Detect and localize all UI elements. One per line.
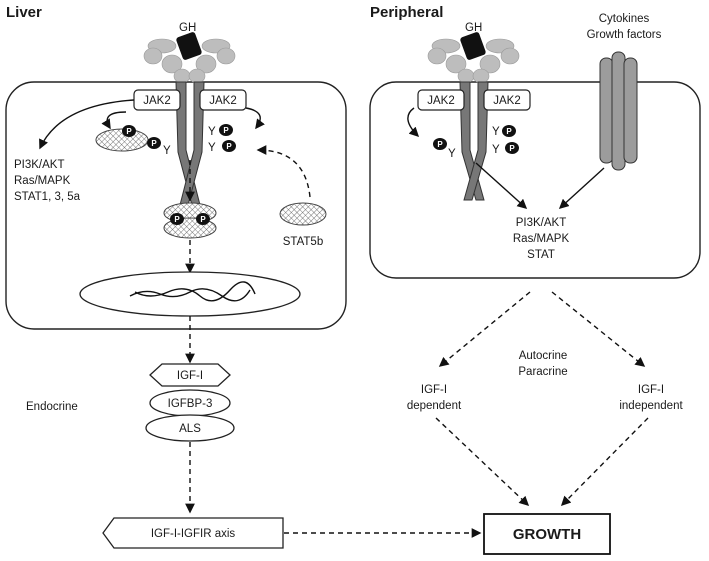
liver-jak2-right [199, 89, 247, 111]
cytokine-to-pathways-arrow [558, 167, 605, 209]
liver-pathway-1: Ras/MAPK [14, 175, 71, 187]
liver-gh-molecule [143, 32, 236, 84]
heading-peripheral: Peripheral [370, 4, 443, 21]
receptor-to-pathways-arrow [475, 162, 528, 209]
svg-text:Y: Y [492, 126, 500, 138]
svg-text:P: P [200, 215, 206, 224]
liver-jak2-right-label: JAK2 [209, 95, 237, 107]
liver-phospho-right: Y P Y P [208, 124, 236, 154]
als-label: ALS [179, 423, 201, 435]
igf1-shape [149, 363, 231, 387]
growth-box [483, 513, 611, 555]
cytokines-label-1: Growth factors [587, 29, 662, 41]
nucleus [79, 271, 301, 317]
peripheral-jak2-right-label: JAK2 [493, 95, 521, 107]
igf-axis-label: IGF-I-IGFIR axis [151, 528, 236, 540]
peripheral-pathway-1: Ras/MAPK [513, 233, 570, 245]
svg-text:P: P [226, 142, 232, 151]
liver-arrow-right [245, 107, 265, 130]
pathways-to-independent-arrow [551, 291, 646, 367]
dependent-to-growth-arrow [435, 417, 530, 507]
peripheral-arrow-left [407, 107, 420, 138]
stat-dimer: P P [163, 202, 217, 239]
svg-text:P: P [509, 144, 515, 153]
peripheral-gh-receptor [459, 81, 489, 201]
liver-stat-docked [95, 128, 149, 152]
liver-arrow-to-pathways [39, 99, 135, 150]
peripheral-pathway-0: PI3K/AKT [516, 217, 567, 229]
independent-to-growth-arrow [560, 417, 649, 507]
heading-liver: Liver [6, 4, 42, 21]
igf-independent-label-1: independent [619, 400, 683, 412]
endocrine-label: Endocrine [26, 401, 78, 413]
liver-arrow-to-stat [101, 111, 127, 130]
growth-label: GROWTH [513, 526, 581, 543]
peripheral-jak2-left [417, 89, 465, 111]
peripheral-gh-molecule [427, 32, 520, 84]
svg-text:P: P [174, 215, 180, 224]
igf-independent-label-0: IGF-I [638, 384, 664, 396]
stat5b-label: STAT5b [283, 236, 323, 248]
liver-phospho-left: P P Y [122, 125, 171, 157]
svg-text:P: P [223, 126, 229, 135]
svg-text:Y: Y [448, 148, 456, 160]
peripheral-phospho-right: Y P Y P [492, 125, 519, 156]
paracrine-label: Paracrine [518, 366, 567, 378]
cytokines-label-0: Cytokines [599, 13, 650, 25]
pathways-to-dependent-arrow [438, 291, 531, 367]
peripheral-gh-label: GH [465, 22, 482, 34]
svg-text:P: P [151, 139, 157, 148]
svg-text:Y: Y [163, 145, 171, 157]
igfbp3-label: IGFBP-3 [168, 398, 213, 410]
peripheral-phospho-left: P Y [433, 138, 456, 160]
svg-text:Y: Y [492, 144, 500, 156]
svg-text:Y: Y [208, 142, 216, 154]
peripheral-jak2-right [483, 89, 531, 111]
cytokine-receptor [599, 51, 638, 171]
dna-strand [129, 288, 251, 302]
svg-text:Y: Y [208, 126, 216, 138]
igf1-label: IGF-I [177, 370, 203, 382]
stat5b-to-receptor-arrow [256, 145, 311, 198]
peripheral-jak2-left-label: JAK2 [427, 95, 455, 107]
liver-gh-label: GH [179, 22, 196, 34]
liver-pathway-2: STAT1, 3, 5a [14, 191, 81, 203]
peripheral-pathway-2: STAT [527, 249, 555, 261]
autocrine-label: Autocrine [519, 350, 568, 362]
stat5b-shape [279, 202, 327, 226]
svg-text:P: P [126, 127, 132, 136]
igf-dependent-label-1: dependent [407, 400, 462, 412]
svg-text:P: P [437, 140, 443, 149]
als-shape [145, 414, 235, 442]
liver-jak2-left-label: JAK2 [143, 95, 171, 107]
igf-axis-box [102, 517, 284, 549]
dna-strand-2 [134, 281, 256, 302]
igf-dependent-label-0: IGF-I [421, 384, 447, 396]
liver-pathway-0: PI3K/AKT [14, 159, 65, 171]
svg-text:P: P [506, 127, 512, 136]
